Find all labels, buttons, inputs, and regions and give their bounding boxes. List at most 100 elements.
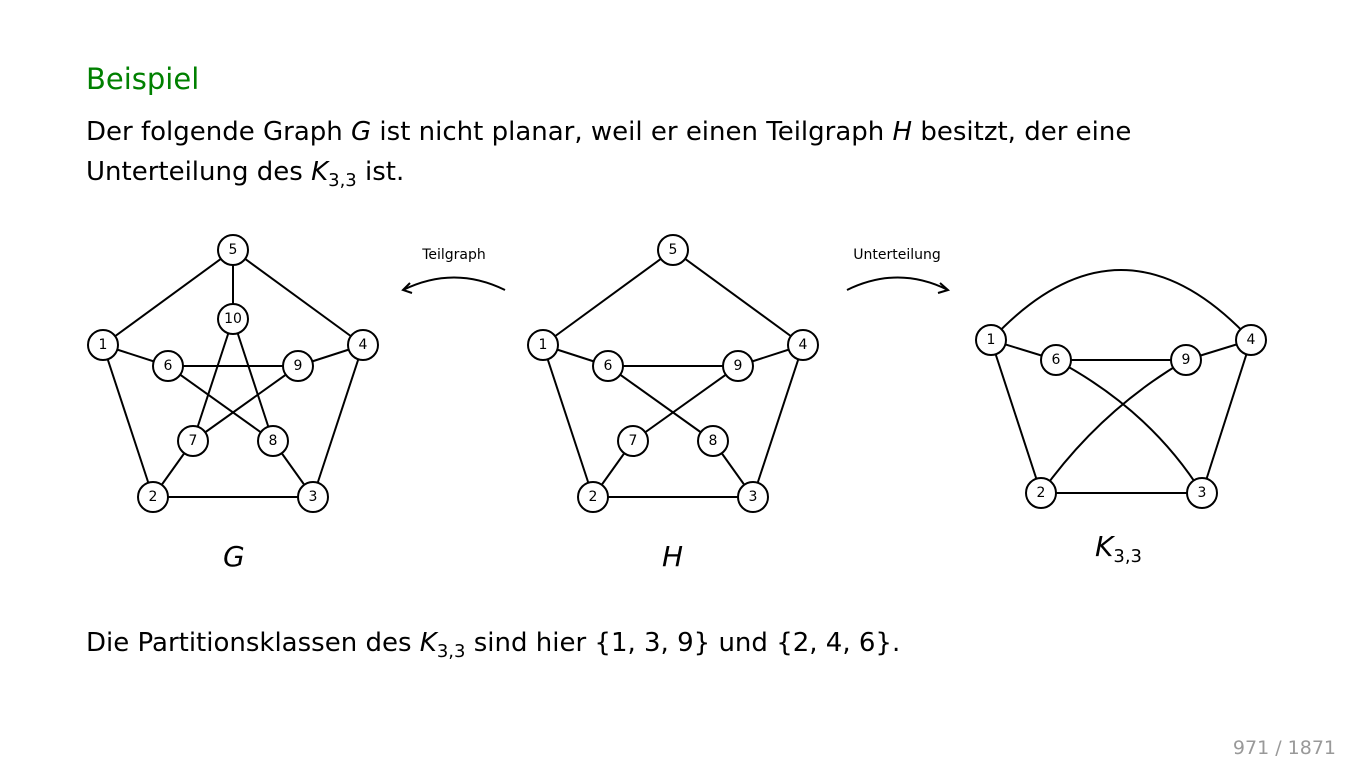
- svg-text:6: 6: [164, 358, 173, 374]
- node-k33-3: 3: [1186, 477, 1218, 509]
- svg-text:7: 7: [189, 433, 198, 449]
- edge-g-5-4: [232, 249, 364, 346]
- node-g-2: 2: [137, 481, 169, 513]
- svg-text:2: 2: [589, 489, 598, 505]
- edge-k33-1-2: [990, 339, 1042, 494]
- math-k: K: [311, 157, 329, 187]
- arrow-label-teilgraph: Teilgraph: [421, 247, 486, 263]
- edge-k33-1-4: [990, 269, 1252, 341]
- text: Der folgende Graph: [86, 117, 352, 147]
- svg-text:8: 8: [709, 433, 718, 449]
- text: ist nicht planar, weil er einen Teilgrap…: [371, 117, 893, 147]
- graph-label-h: H: [662, 540, 684, 573]
- intro-text: Der folgende Graph G ist nicht planar, w…: [86, 112, 1286, 201]
- svg-text:5: 5: [229, 242, 238, 258]
- node-h-4: 4: [787, 329, 819, 361]
- edge-h-2-1: [542, 344, 594, 498]
- math-k-sub: 3,3: [328, 170, 357, 191]
- svg-text:5: 5: [669, 242, 678, 258]
- svg-text:3: 3: [309, 489, 318, 505]
- svg-text:9: 9: [294, 358, 303, 374]
- node-g-6: 6: [152, 350, 184, 382]
- node-g-10: 10: [217, 303, 249, 335]
- text: Die Partitionsklassen des: [86, 628, 420, 658]
- node-h-1: 1: [527, 329, 559, 361]
- svg-text:9: 9: [1182, 352, 1191, 368]
- math-k-sub: 3,3: [1113, 546, 1143, 567]
- edge-g-10-7: [192, 318, 234, 442]
- node-h-8: 8: [697, 425, 729, 457]
- graph-label-g: G: [223, 540, 245, 573]
- svg-text:10: 10: [224, 311, 242, 327]
- svg-text:2: 2: [149, 489, 158, 505]
- node-h-7: 7: [617, 425, 649, 457]
- node-h-2: 2: [577, 481, 609, 513]
- node-k33-4: 4: [1235, 324, 1267, 356]
- edge-h-9-7: [632, 365, 739, 442]
- node-k33-1: 1: [975, 324, 1007, 356]
- math-k: K: [1095, 530, 1114, 563]
- edge-k33-6-3: [1055, 359, 1203, 494]
- node-h-9: 9: [722, 350, 754, 382]
- footer-text: Die Partitionsklassen des K3,3 sind hier…: [86, 628, 900, 662]
- node-k33-2: 2: [1025, 477, 1057, 509]
- arrowhead-icon: [401, 282, 413, 294]
- node-g-3: 3: [297, 481, 329, 513]
- svg-text:4: 4: [799, 337, 808, 353]
- svg-text:4: 4: [1247, 332, 1256, 348]
- svg-text:2: 2: [1037, 485, 1046, 501]
- edge-g-4-3: [312, 344, 364, 498]
- node-h-5: 5: [657, 234, 689, 266]
- node-k33-6: 6: [1040, 344, 1072, 376]
- edge-g-2-1: [102, 344, 154, 498]
- set-1: {1, 3, 9}: [594, 628, 711, 658]
- node-h-6: 6: [592, 350, 624, 382]
- node-k33-9: 9: [1170, 344, 1202, 376]
- text: besitzt, der eine Unterteilung des: [86, 117, 1132, 187]
- page-number: 971 / 1871: [1232, 737, 1336, 759]
- node-g-7: 7: [177, 425, 209, 457]
- svg-text:6: 6: [604, 358, 613, 374]
- arrow-teilgraph: [402, 276, 506, 291]
- edge-g-6-8: [167, 365, 274, 442]
- node-g-5: 5: [217, 234, 249, 266]
- text: und: [710, 628, 777, 658]
- arrow-unterteilung: [846, 276, 949, 291]
- svg-text:1: 1: [539, 337, 548, 353]
- svg-text:4: 4: [359, 337, 368, 353]
- edge-h-4-3: [752, 344, 804, 498]
- math-k-sub: 3,3: [436, 641, 466, 662]
- svg-text:6: 6: [1052, 352, 1061, 368]
- svg-text:3: 3: [749, 489, 758, 505]
- text: sind hier: [465, 628, 595, 658]
- edge-k33-2-9: [1040, 359, 1187, 494]
- node-g-9: 9: [282, 350, 314, 382]
- svg-text:8: 8: [269, 433, 278, 449]
- edge-h-6-8: [607, 365, 714, 442]
- edge-g-1-5: [102, 249, 234, 346]
- math-g: G: [351, 117, 372, 147]
- arrow-label-unterteilung: Unterteilung: [853, 247, 941, 263]
- set-2: {2, 4, 6}: [776, 628, 892, 658]
- svg-text:9: 9: [734, 358, 743, 374]
- svg-text:1: 1: [987, 332, 996, 348]
- arrowhead-icon: [937, 282, 951, 294]
- node-g-1: 1: [87, 329, 119, 361]
- edge-g-9-7: [192, 365, 299, 442]
- edge-g-10-8: [232, 318, 274, 442]
- math-h: H: [892, 117, 913, 147]
- slide-title: Beispiel: [86, 62, 200, 96]
- edge-h-5-4: [672, 249, 804, 346]
- svg-text:1: 1: [99, 337, 108, 353]
- math-k: K: [419, 628, 437, 658]
- node-g-4: 4: [347, 329, 379, 361]
- text: .: [891, 628, 901, 658]
- graph-label-k33: K3,3: [1095, 530, 1142, 567]
- svg-text:3: 3: [1198, 485, 1207, 501]
- node-g-8: 8: [257, 425, 289, 457]
- node-h-3: 3: [737, 481, 769, 513]
- edge-k33-4-3: [1201, 339, 1252, 494]
- svg-text:7: 7: [629, 433, 638, 449]
- edge-h-1-5: [542, 249, 674, 346]
